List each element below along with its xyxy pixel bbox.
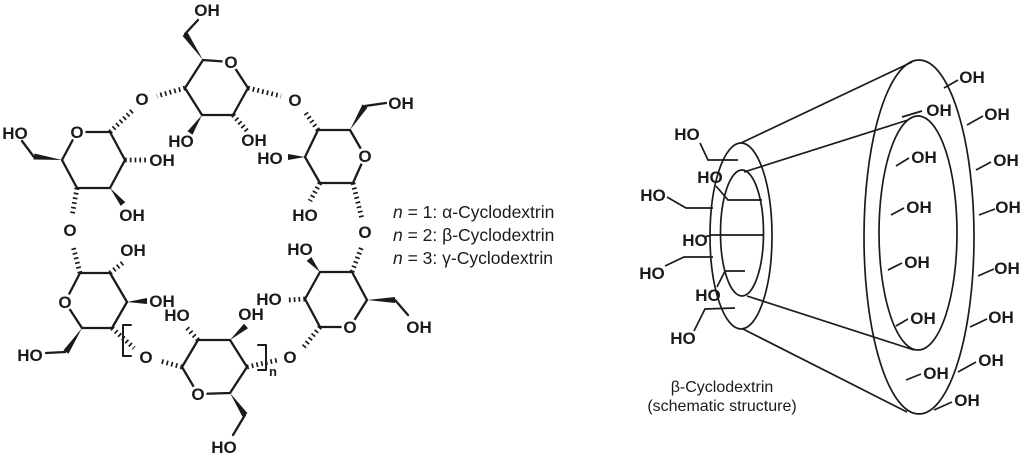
ring-oxygen-labels: O O O O O O (58, 53, 371, 404)
legend-text: = 1: α-Cyclodextrin (402, 202, 555, 222)
legend-line: n = 2: β-Cyclodextrin (393, 224, 554, 247)
ring-oxygen-label: O (358, 147, 371, 166)
secondary-hydroxyl-label: OH (994, 259, 1020, 278)
hydroxyl-label: HO (287, 240, 313, 259)
caption-line: (schematic structure) (647, 397, 797, 415)
secondary-hydroxyl-label: OH (926, 101, 952, 120)
secondary-hydroxyl-ticks (887, 79, 996, 411)
hydroxyl-label: OH (241, 131, 267, 150)
ring-oxygen-label: O (191, 385, 204, 404)
glycosidic-oxygen-label: O (358, 223, 371, 242)
narrow-rim-inner-ellipse (719, 169, 765, 297)
hydroxyl-label: OH (238, 305, 264, 324)
secondary-hydroxyl-label: OH (923, 364, 949, 383)
secondary-hydroxyl-label: OH (910, 309, 936, 328)
secondary-hydroxyl-label: OH (959, 68, 985, 87)
hydroxyl-label: OH (120, 241, 146, 260)
legend-variable: n (393, 225, 403, 245)
hydroxyl-label: HO (211, 438, 237, 457)
legend-variable: n (393, 248, 403, 268)
cone-schematic: HO HO HO HO HO HO HO OH OH OH OH OH OH O… (639, 59, 1021, 415)
polymer-brackets: n (122, 324, 277, 379)
ring-oxygen-label: O (343, 318, 356, 337)
primary-hydroxyl-label: HO (674, 125, 700, 144)
schematic-caption: β-Cyclodextrin (schematic structure) (618, 379, 826, 416)
hydroxyl-label: HO (256, 290, 282, 309)
hydroxyl-label: OH (119, 206, 145, 225)
repeat-subscript-label: n (269, 364, 277, 379)
ring-bonds (60, 58, 369, 396)
primary-hydroxyl-label: HO (670, 329, 696, 348)
legend-line: n = 3: γ-Cyclodextrin (393, 247, 554, 270)
atom-label-halos (56, 53, 374, 403)
substituent-bonds (20, 18, 410, 437)
cone-outline (709, 59, 975, 415)
hydroxyl-label: OH (194, 1, 220, 20)
wide-rim-outer-ellipse (863, 59, 975, 415)
glycosidic-oxygen-labels: O O O O O O (63, 90, 371, 367)
legend: n = 1: α-Cyclodextrin n = 2: β-Cyclodext… (393, 201, 554, 270)
hashed-bonds (69, 85, 365, 370)
wedge-bonds (33, 32, 395, 417)
secondary-hydroxyl-label: OH (911, 148, 937, 167)
caption-line: β-Cyclodextrin (670, 379, 774, 396)
secondary-hydroxyl-labels-outer: OH OH OH OH OH OH OH OH (954, 68, 1021, 410)
hydroxyl-label: HO (164, 306, 190, 325)
glycosidic-oxygen-label: O (288, 91, 301, 110)
ring-oxygen-label: O (224, 53, 237, 72)
hydroxyl-label: OH (406, 318, 432, 337)
hydroxyl-label: OH (388, 94, 414, 113)
ring-oxygen-label: O (58, 293, 71, 312)
secondary-hydroxyl-label: OH (995, 198, 1021, 217)
secondary-hydroxyl-label: OH (984, 105, 1010, 124)
secondary-hydroxyl-label: OH (988, 308, 1014, 327)
hydroxyl-label: HO (257, 149, 283, 168)
secondary-hydroxyl-label: OH (906, 198, 932, 217)
hydroxyl-label: OH (149, 292, 175, 311)
legend-line: n = 1: α-Cyclodextrin (393, 201, 554, 224)
wide-rim-inner-ellipse (878, 115, 958, 351)
legend-variable: n (393, 202, 403, 222)
secondary-hydroxyl-label: OH (954, 391, 980, 410)
hydroxyl-label: OH (149, 151, 175, 170)
glycosidic-oxygen-label: O (139, 348, 152, 367)
hydroxyl-labels: OH HO OH HO OH OH HO OH OH HO HO OH OH H… (2, 1, 432, 457)
primary-hydroxyl-label: HO (682, 231, 708, 250)
primary-hydroxyl-connectors (664, 142, 763, 332)
primary-hydroxyl-label: HO (639, 264, 665, 283)
primary-hydroxyl-label: HO (640, 186, 666, 205)
glycosidic-oxygen-label: O (63, 221, 76, 240)
legend-text: = 3: γ-Cyclodextrin (402, 248, 553, 268)
hydroxyl-label: HO (2, 124, 28, 143)
secondary-hydroxyl-label: OH (904, 253, 930, 272)
secondary-hydroxyl-label: OH (993, 151, 1019, 170)
hydroxyl-label: HO (168, 132, 194, 151)
secondary-hydroxyl-labels-inner: OH OH OH OH OH OH (904, 101, 952, 383)
ring-oxygen-label: O (70, 123, 83, 142)
primary-hydroxyl-label: HO (695, 286, 721, 305)
glycosidic-oxygen-label: O (283, 348, 296, 367)
primary-hydroxyl-labels: HO HO HO HO HO HO HO (639, 125, 723, 348)
hydroxyl-label: HO (292, 206, 318, 225)
secondary-hydroxyl-label: OH (978, 351, 1004, 370)
glycosidic-oxygen-label: O (135, 90, 148, 109)
macrocycle-structure: n O O O O O O O O O O (2, 1, 432, 457)
primary-hydroxyl-label: HO (697, 168, 723, 187)
legend-text: = 2: β-Cyclodextrin (402, 225, 555, 245)
hydroxyl-label: HO (17, 346, 43, 365)
